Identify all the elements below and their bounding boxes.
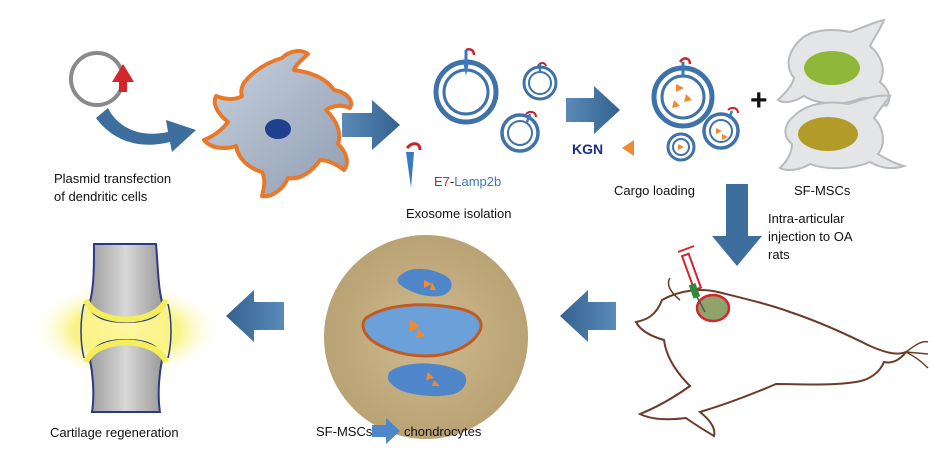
- sf-msc-cell-top-icon: [776, 18, 891, 108]
- loaded-exosome-medium-icon: [702, 106, 740, 150]
- kgn-label: KGN: [572, 141, 604, 157]
- plasmid-label-line1: Plasmid transfection: [54, 171, 172, 186]
- e7-separator: -: [449, 174, 455, 189]
- plasmid-icon: [69, 51, 134, 107]
- injection-label-line1: Intra-articular: [768, 211, 845, 226]
- sf-mscs-label: SF-MSCs: [794, 183, 851, 198]
- chondrocyte-bottom-icon: [387, 363, 467, 397]
- injection-label-line3: rats: [768, 247, 790, 262]
- exosome-medium-icon: [500, 110, 540, 153]
- fusion-protein-label: E7-Lamp2b: [434, 174, 501, 190]
- cartilage-joint-icon: [30, 243, 222, 413]
- e7-label: E7: [434, 174, 450, 189]
- loaded-exosome-large-icon: [651, 57, 715, 129]
- sf-msc-cell-bottom-icon: [778, 94, 908, 172]
- loaded-exosome-small-icon: [666, 132, 696, 162]
- exosome-small-icon: [522, 62, 558, 101]
- dendritic-cell-icon: [202, 49, 353, 199]
- kgn-triangle-icon: [622, 140, 634, 156]
- plasmid-label-line2: of dendritic cells: [54, 189, 148, 204]
- arrow-right-1: [342, 100, 400, 150]
- plus-sign: +: [750, 84, 768, 117]
- diff-to-label: chondrocytes: [404, 424, 482, 439]
- syringe-icon: [677, 245, 706, 313]
- arrow-left-1: [560, 290, 616, 342]
- arrow-down: [712, 184, 762, 266]
- cargo-loading-label: Cargo loading: [614, 183, 695, 198]
- arrow-right-2: [566, 86, 620, 134]
- e7-lamp2b-protein-icon: [405, 142, 422, 188]
- rat-icon: [634, 277, 929, 438]
- diff-arrow-icon: [372, 418, 400, 444]
- nucleus-icon: [265, 119, 291, 139]
- lamp2b-label: Lamp2b: [454, 174, 502, 189]
- exosome-large-icon: [433, 47, 499, 125]
- chondrocyte-top-icon: [397, 268, 452, 297]
- cartilage-regeneration-label: Cartilage regeneration: [50, 425, 179, 440]
- injection-label-line2: injection to OA: [768, 229, 853, 244]
- diff-from-label: SF-MSCs: [316, 424, 373, 439]
- chondrocyte-center-icon: [361, 303, 483, 358]
- arrow-left-2: [226, 290, 284, 342]
- curved-arrow: [96, 108, 196, 152]
- injection-site-icon: [695, 293, 731, 323]
- exosome-isolation-label: Exosome isolation: [406, 206, 512, 221]
